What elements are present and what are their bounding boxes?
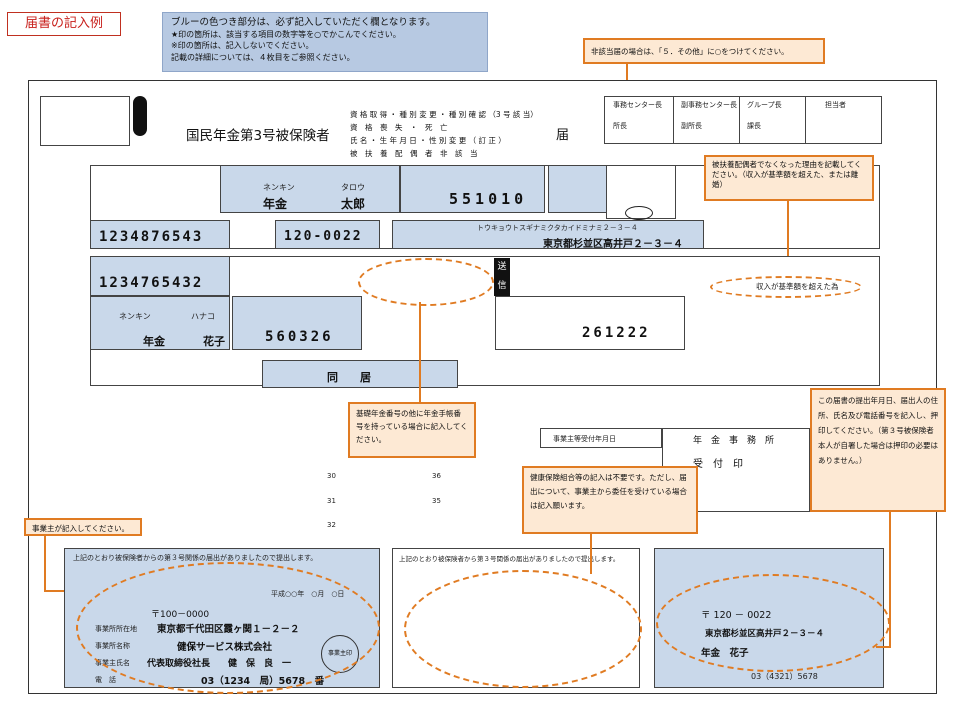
instruction-note: ブルーの色つき部分は、必ず記入していただく欄となります。 ★印の箇所は、該当する… xyxy=(162,12,488,72)
row-number: 35 xyxy=(432,497,441,505)
insured-acquisition-date: 261222 xyxy=(582,325,651,341)
title-option: 被 扶 養 配 偶 者 非 該 当 xyxy=(350,149,478,158)
row-number: 31 xyxy=(327,497,336,505)
office-header: 担当者 xyxy=(825,101,846,109)
insured-name-field: ネンキン ハナコ 年金 花子 xyxy=(90,296,230,350)
applicant-highlight xyxy=(656,574,890,672)
form-type-marker xyxy=(133,96,147,136)
insured-birthdate: 560326 xyxy=(265,329,334,345)
applicant-phone: 03（4321）5678 xyxy=(751,672,818,681)
circle-mark xyxy=(625,206,653,220)
insured-birthdate-field: 560326 xyxy=(232,296,362,350)
note-line: ブルーの色つき部分は、必ず記入していただく欄となります。 xyxy=(171,17,436,28)
callout-pension-number: 基礎年金番号の他に年金手帳番号を持っている場合に記入してください。 xyxy=(348,402,476,458)
arrow-line xyxy=(419,302,421,402)
receipt-stamp-label: 受 付 印 xyxy=(693,459,743,470)
insured-name-mei: 花子 xyxy=(203,335,225,348)
relationship-value: 同 居 xyxy=(327,371,371,384)
row-number: 36 xyxy=(432,472,441,480)
arrow-line xyxy=(889,512,891,648)
office-header: 副事務センター長 xyxy=(681,101,737,109)
basic-pension-number-field: 1234876543 xyxy=(90,220,230,249)
arrow-line xyxy=(44,536,46,592)
spouse-birthdate-field: 551010 xyxy=(400,165,545,213)
spouse-name-sei: 年金 xyxy=(263,197,288,211)
sending-marker: 送信 xyxy=(494,258,510,296)
spouse-kana-sei: ネンキン xyxy=(263,183,295,192)
callout-filing-date: この届書の提出年月日、届出人の住所、氏名及び電話番号を記入し、押印してください。… xyxy=(810,388,946,512)
spouse-kana-mei: タロウ xyxy=(341,183,365,192)
insured-basic-pension-field: 1234765432 xyxy=(90,256,230,296)
divider xyxy=(739,97,740,143)
callout-health-insurance: 健康保険組合等の記入は不要です。ただし、届出について、事業主から委任を受けている… xyxy=(522,466,698,534)
spouse-name-mei: 太郎 xyxy=(341,197,366,211)
office-sub: 副所長 xyxy=(681,122,702,130)
divider xyxy=(805,97,806,143)
callout-reason: 被扶養配偶者でなくなった理由を記載してください。（収入が基準額を超えた、または離… xyxy=(704,155,874,201)
office-header: グループ長 xyxy=(747,101,782,109)
spouse-address: 東京都杉並区高井戸２－３－４ xyxy=(543,239,683,250)
title-option: 資 格 取 得 ・ 種 別 変 更 ・ 種 別 確 認 （3 号 該 当） xyxy=(350,110,538,119)
employer-receipt-label: 事業主等受付年月日 xyxy=(553,435,616,443)
mid-header: 上記のとおり被保険者から第３号関係の届出がありましたので提出します。 xyxy=(399,555,620,563)
arrow-line xyxy=(787,201,789,276)
reason-highlight xyxy=(710,276,862,298)
form-title-options: 資 格 取 得 ・ 種 別 変 更 ・ 種 別 確 認 （3 号 該 当） 資 … xyxy=(350,108,538,160)
callout-employer: 事業主が記入してください。 xyxy=(24,518,142,536)
row-number: 30 xyxy=(327,472,336,480)
postal-code-field: 120-0022 xyxy=(275,220,380,249)
note-line: 記載の詳細については、４枚目をご参照ください。 xyxy=(171,52,355,62)
form-title-suffix: 届 xyxy=(556,128,570,143)
employer-receipt-date: 事業主等受付年月日 xyxy=(540,428,662,448)
phone-label: 電 話 xyxy=(95,676,116,684)
arrow-line xyxy=(44,590,76,592)
acquisition-date-field: 261222 xyxy=(495,296,685,350)
office-header: 事務センター長 xyxy=(613,101,662,109)
arrow-line xyxy=(876,646,891,648)
spouse-basic-pension-no: 1234876543 xyxy=(99,229,204,245)
relationship-field: 同 居 xyxy=(262,360,458,388)
note-line: ★印の箇所は、該当する項目の数字等を○でかこんでください。 xyxy=(171,29,401,39)
office-sub: 課長 xyxy=(747,122,761,130)
row-number: 32 xyxy=(327,521,336,529)
spouse-address-kana: トウキョウトスギナミクタカイドミナミ２－３－４ xyxy=(477,224,638,232)
health-insurance-highlight xyxy=(404,570,642,688)
pension-number-highlight xyxy=(358,258,494,306)
insured-kana-sei: ネンキン xyxy=(119,312,151,321)
title-option: 資 格 喪 失 ・ 死 亡 xyxy=(350,123,448,132)
document-tag: 届書の記入例 xyxy=(7,12,121,36)
reason-text: 収入が基準額を超えた為 xyxy=(756,282,839,291)
insured-kana-mei: ハナコ xyxy=(191,312,215,321)
spouse-address-field: トウキョウトスギナミクタカイドミナミ２－３－４ 東京都杉並区高井戸２－３－４ xyxy=(392,220,704,250)
pension-office-label: 年 金 事 務 所 xyxy=(693,436,775,446)
employer-highlight xyxy=(76,562,380,694)
insured-basic-pension-no: 1234765432 xyxy=(99,275,204,291)
spouse-birthdate: 551010 xyxy=(449,190,528,208)
office-sub: 所長 xyxy=(613,122,627,130)
office-table: 事務センター長 副事務センター長 グループ長 担当者 所長 副所長 課長 xyxy=(604,96,882,144)
reason-select-field xyxy=(606,165,676,220)
form-main-title: 国民年金第3号被保険者 xyxy=(186,128,330,144)
title-option: 氏 名 ・ 生 年 月 日 ・ 性 別 変 更 （ 訂 正 ） xyxy=(350,136,506,145)
insured-name-sei: 年金 xyxy=(143,335,165,348)
office-code-box xyxy=(40,96,130,146)
divider xyxy=(673,97,674,143)
note-line: ※印の箇所は、記入しないでください。 xyxy=(171,41,314,50)
spouse-name-field: ネンキン タロウ 年金 太郎 xyxy=(220,165,400,213)
employer-header: 上記のとおり被保険者からの第３号関係の届出がありましたので提出します。 xyxy=(73,554,318,562)
spouse-postal-code: 120-0022 xyxy=(284,229,363,244)
callout-non-applicable: 非該当届の場合は、「５．その他」に○をつけてください。 xyxy=(583,38,825,64)
arrow-line xyxy=(590,534,592,574)
